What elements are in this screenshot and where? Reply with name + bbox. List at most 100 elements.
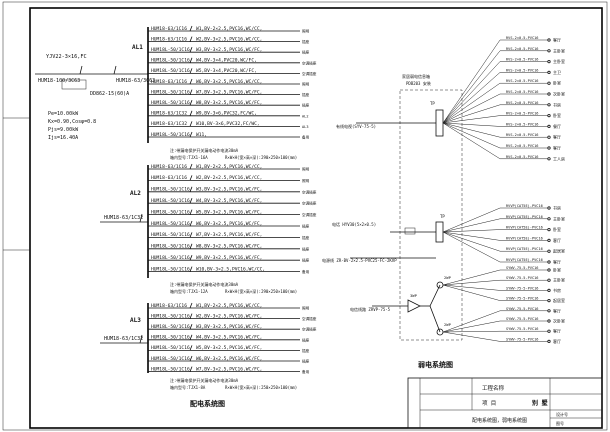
energy-meter-box xyxy=(61,79,87,90)
room-label: 客厅 xyxy=(553,134,561,140)
breaker-symbol xyxy=(189,57,193,63)
circuit-cable: W1,BV-2×2.5,PVC16,WC/CC, xyxy=(196,303,262,309)
main-feed: YJV22-3×16,FC HUM18-100/3C63 HUM18-63/3C… xyxy=(35,54,155,141)
breaker-symbol xyxy=(189,355,193,362)
panel-note: 注:带漏电保护开关漏电动作电流30mA xyxy=(170,377,239,383)
breaker-symbol xyxy=(189,36,193,42)
breaker-model: HUM18-63/1C16 xyxy=(151,164,187,170)
circuit-cable: W1,BV-2×2.5,PVC16,WC/CC, xyxy=(196,26,262,32)
branch-line xyxy=(442,50,501,124)
branch-cable: SYWV-75-5-PVC16 xyxy=(506,327,538,331)
info-cabinet xyxy=(399,89,463,341)
room-label: 次卧室 xyxy=(553,318,565,324)
circuit-cable: W6,BV-3×2.5,PVC16,WC/FC, xyxy=(196,356,262,362)
circuit-cable: W4,BV-3×4,PVC20,WC/FC, xyxy=(196,58,257,64)
branch-line xyxy=(442,122,501,127)
breaker-symbol xyxy=(189,121,193,127)
branch-line xyxy=(442,231,501,241)
breaker-symbol xyxy=(189,255,193,261)
breaker-symbol xyxy=(189,366,193,372)
branch-line xyxy=(442,218,501,233)
breaker-model: HUM18L-50/1C16 xyxy=(151,244,190,250)
outlet-marker xyxy=(547,92,551,96)
breaker-symbol xyxy=(189,243,193,249)
outlet-marker xyxy=(547,135,551,139)
circuit-use: 照明 xyxy=(302,29,310,34)
outlet-marker xyxy=(547,329,551,333)
breaker-symbol xyxy=(189,209,193,215)
breaker-model: HUM18-63/1C32 xyxy=(151,121,187,127)
room-label: 餐厅 xyxy=(553,123,561,129)
panel-incoming-breaker: HUM18-63/1C32 xyxy=(104,215,143,221)
breaker-model: HUM18L-50/1C16 xyxy=(151,345,190,351)
title-item-label: 项 目 xyxy=(482,400,496,407)
branch-cable: RVS-2×0.5-PVC16 xyxy=(506,155,538,159)
branch-cable: RVVP(CAT5E)-PVC16 xyxy=(506,258,543,262)
breaker-symbol xyxy=(189,324,193,330)
net-incoming: 电源线 ZR-BV-2×2.5-PVC25-FC-2KVP xyxy=(322,257,397,263)
branch: RVS-2×0.5-PVC16 餐厅 xyxy=(442,122,561,129)
outlet-marker xyxy=(547,288,551,292)
circuit-use: AL2 xyxy=(302,114,309,118)
breaker-symbol xyxy=(189,100,193,106)
branch-cable: RVS-2×0.5-PVC16 xyxy=(506,133,538,137)
breaker-symbol xyxy=(189,163,193,170)
outlet-marker xyxy=(547,268,551,272)
panel-incoming-breaker: HUM18-63/1C32 xyxy=(104,336,143,342)
branch-cable: RVS-2×0.5-PVC16 xyxy=(506,68,538,72)
circuit-use: 插座 xyxy=(302,337,310,342)
circuit-cable: W3,BV-3×2.5,PVC16,WC/FC, xyxy=(196,47,262,53)
tel-junction xyxy=(404,227,416,235)
circuit-use: 空调插座 xyxy=(302,189,317,194)
room-label: 书房 xyxy=(553,287,561,293)
panel-name: AL3 xyxy=(130,317,141,324)
main-breaker: HUM18-100/3C63 xyxy=(38,78,80,84)
circuit-use: 备用 xyxy=(302,369,310,374)
circuit-use: 照明 xyxy=(302,178,310,183)
outlet-marker xyxy=(547,124,551,129)
circuit-use: 插座 xyxy=(302,348,310,353)
branch-line xyxy=(442,122,501,149)
circuit-cable: W3,BV-3×2.5,PVC16,WC/FC, xyxy=(196,324,262,330)
breaker-model: HUM18-63/1C32 xyxy=(151,111,187,117)
title-drawing-name: 配电系统图，弱电系统图 xyxy=(472,417,527,424)
breaker-model: HUM18L-50/1C16 xyxy=(151,221,190,227)
panel-note: R×W×H(宽×高×深):290×250×100(mm) xyxy=(225,154,297,160)
outlet-marker xyxy=(547,59,551,64)
branch-cable: RVS-2×0.5-PVC16 xyxy=(506,36,538,40)
breaker-symbol xyxy=(189,220,193,227)
calc-pe: Pe=10.00kW xyxy=(48,111,79,117)
circuit-cable: W3,BV-3×2.5,PVC16,WC/FC, xyxy=(196,187,262,193)
branch-line xyxy=(442,122,501,160)
circuit-use: 备用 xyxy=(302,269,310,274)
cabinet-label: 家居弱电信息箱 xyxy=(402,73,430,79)
circuit-use: 照明 xyxy=(302,167,310,172)
breaker-model: HUM18L-50/1C16 xyxy=(151,47,190,53)
panel-note: 注:带漏电保护开关漏电动作电流30mA xyxy=(170,147,239,153)
outlet-marker xyxy=(547,157,551,161)
branch-cable: RVS-2×0.5-PVC16 xyxy=(506,122,538,126)
breaker-symbol xyxy=(189,131,193,138)
outlet-marker xyxy=(547,81,551,85)
outlet-marker xyxy=(547,309,551,313)
breaker-symbol xyxy=(189,78,193,85)
